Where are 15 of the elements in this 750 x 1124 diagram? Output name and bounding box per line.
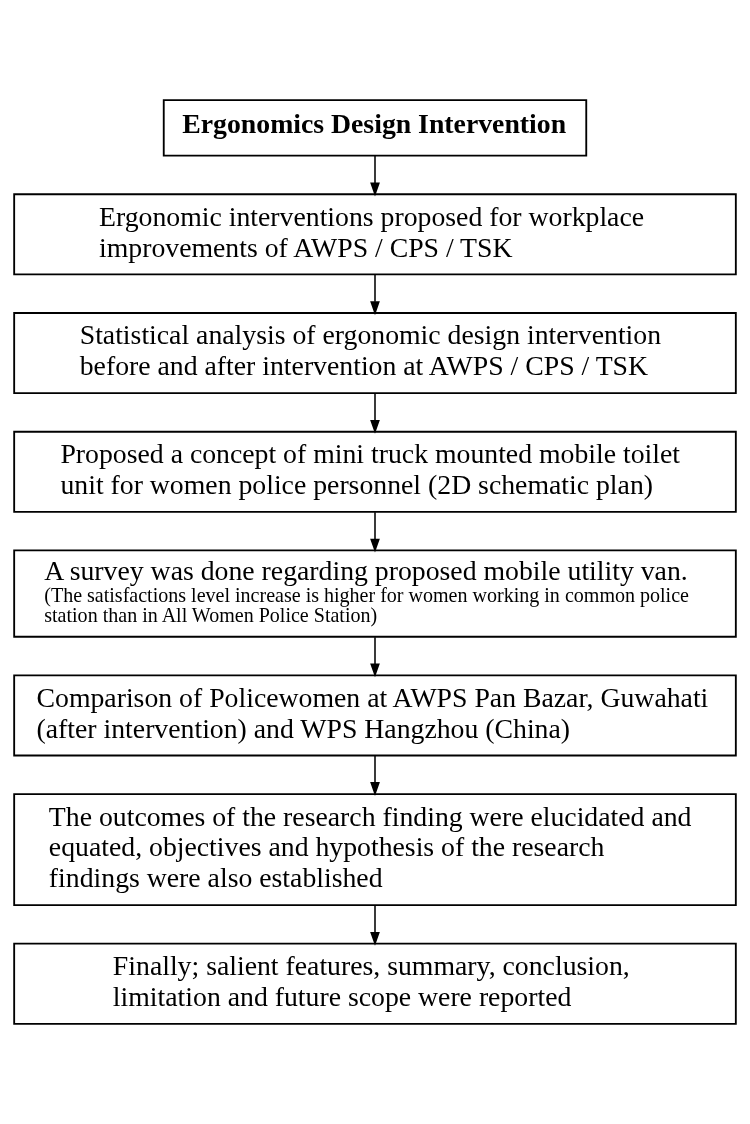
node-box: Finally; salient features, summary, conclusion, limitation and future scope were reported: [13, 942, 737, 1025]
arrow: [370, 274, 380, 316]
arrow: [370, 511, 380, 553]
arrow: [370, 754, 380, 796]
node-box: Statistical analysis of ergonomic design intervention before and after intervention at AWPS / CPS / TSK: [13, 312, 737, 395]
arrow: [370, 636, 380, 678]
node-box: The outcomes of the research finding were elucidated and equated, objectives and hypothesis of the research findings were also established: [13, 793, 737, 907]
arrow: [370, 393, 380, 434]
node-box: A survey was done regarding proposed mobile utility van. (The satisfactions level increase is higher for women working in common police station than in All Women Police Station): [13, 549, 737, 638]
node-box: Ergonomics Design Intervention: [162, 99, 588, 157]
arrow: [370, 904, 380, 946]
node-box: Ergonomic interventions proposed for workplace improvements of AWPS / CPS / TSK: [13, 193, 737, 276]
arrow: [370, 155, 380, 197]
node-box: Comparison of Policewomen at AWPS Pan Bazar, Guwahati (after intervention) and WPS Hangzhou (China): [13, 674, 737, 757]
node-box: Proposed a concept of mini truck mounted mobile toilet unit for women police personnel (2D schematic plan): [13, 430, 737, 513]
